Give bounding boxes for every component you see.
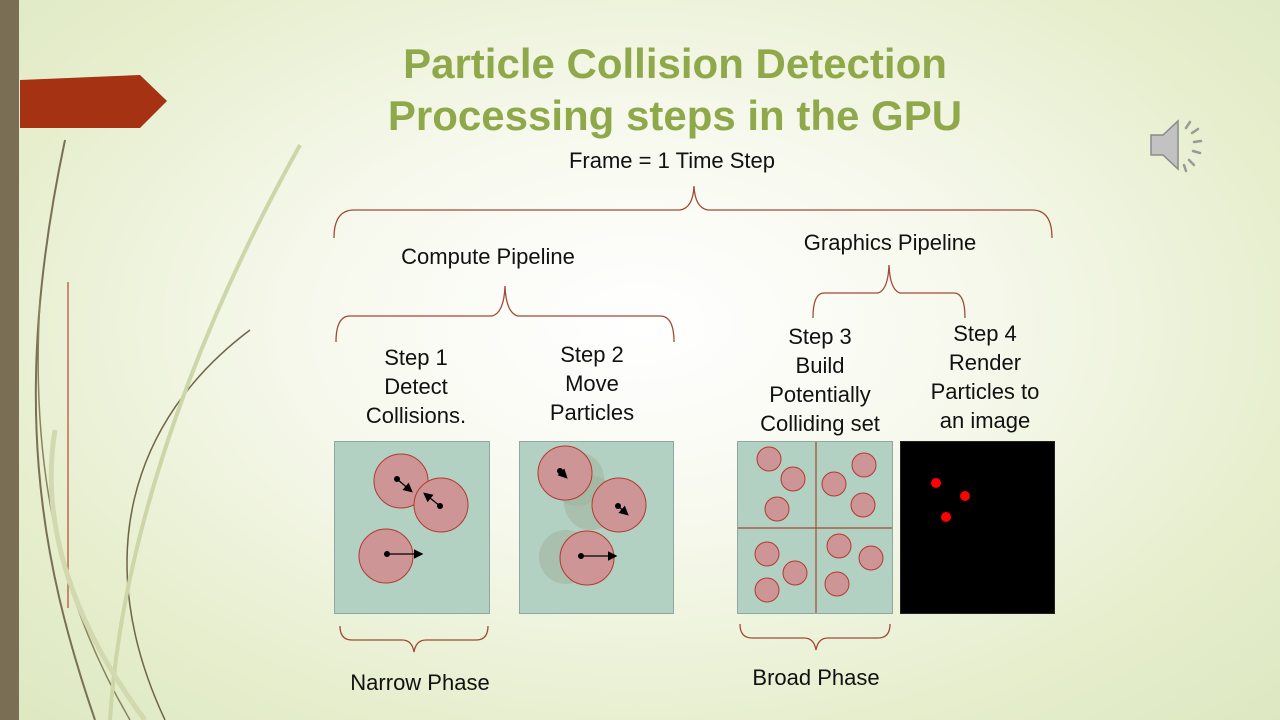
compute-brace: [335, 285, 675, 343]
narrow-phase-brace: [339, 625, 489, 653]
compute-pipeline-label: Compute Pipeline: [401, 244, 575, 269]
step-1-line-2: Detect: [384, 374, 448, 399]
slide-title: Particle Collision Detection Processing …: [330, 38, 1020, 142]
broad-phase-brace: [739, 623, 891, 651]
step-4-line-4: an image: [939, 408, 1031, 433]
step-3-line-4: Colliding set: [760, 411, 880, 436]
rendered-particle: [941, 512, 951, 522]
step-1-line-3: Collisions.: [365, 403, 467, 428]
title-line-1: Particle Collision Detection: [403, 40, 947, 87]
graphics-brace: [812, 264, 966, 319]
step-4-line-1: Step 4: [953, 321, 1017, 346]
rendered-particle: [931, 478, 941, 488]
step-1-label: Step 1 Detect Collisions.: [336, 343, 496, 430]
step-2-label: Step 2 Move Particles: [512, 340, 672, 427]
rendered-image-panel: [900, 441, 1055, 614]
speaker-icon[interactable]: [1148, 113, 1212, 175]
step-2-line-1: Step 2: [560, 342, 624, 367]
frame-label: Frame = 1 Time Step: [568, 148, 776, 173]
broad-phase-label: Broad Phase: [752, 665, 880, 690]
potentially-colliding-set-panel: [737, 441, 893, 614]
step-2-line-3: Particles: [549, 400, 635, 425]
step-4-line-2: Render: [948, 350, 1022, 375]
title-arrow-shape: [20, 75, 167, 128]
frame-brace: [333, 185, 1053, 239]
particle: [537, 445, 593, 501]
particle: [559, 530, 615, 586]
step-1-line-1: Step 1: [384, 345, 448, 370]
rendered-particle: [960, 491, 970, 501]
step-3-line-1: Step 3: [788, 324, 852, 349]
step-3-label: Step 3 Build Potentially Colliding set: [735, 322, 905, 438]
step-3-line-2: Build: [795, 353, 845, 378]
decorative-swooshes: [20, 75, 302, 720]
step-4-label: Step 4 Render Particles to an image: [900, 319, 1070, 435]
graphics-pipeline-label: Graphics Pipeline: [803, 230, 977, 255]
move-particles-panel: [519, 441, 674, 614]
detect-collisions-panel: [334, 441, 490, 614]
step-3-line-3: Potentially: [769, 382, 871, 407]
narrow-phase-label: Narrow Phase: [350, 670, 490, 695]
title-line-2: Processing steps in the GPU: [387, 92, 963, 139]
left-accent-bar: [0, 0, 19, 720]
step-4-line-3: Particles to: [930, 379, 1040, 404]
step-2-line-2: Move: [565, 371, 619, 396]
